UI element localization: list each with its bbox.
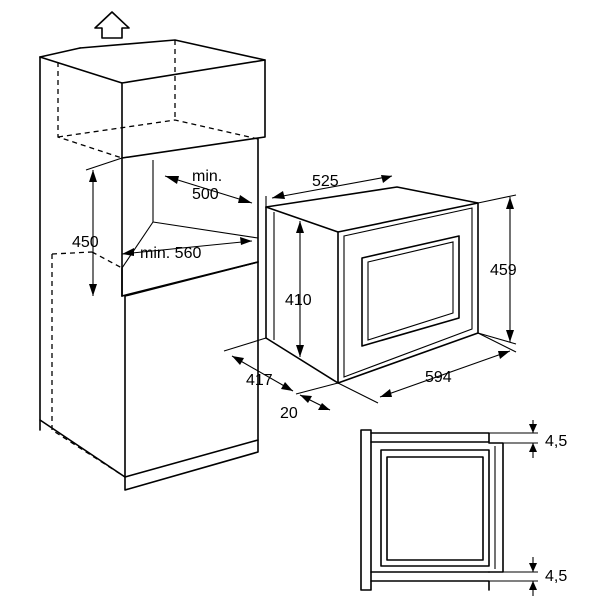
label-450: 450 bbox=[72, 234, 99, 251]
dimension-417 bbox=[223, 337, 339, 395]
label-gap-bottom: 4,5 bbox=[545, 568, 567, 585]
label-594: 594 bbox=[425, 369, 452, 386]
appliance-body bbox=[265, 186, 479, 384]
dimension-594 bbox=[337, 332, 517, 404]
dimension-525 bbox=[265, 175, 393, 207]
label-min-560: min. 560 bbox=[140, 245, 201, 262]
dimension-459 bbox=[477, 194, 517, 345]
label-417: 417 bbox=[246, 372, 273, 389]
section-detail bbox=[360, 429, 538, 591]
dimension-gap-top bbox=[529, 420, 537, 458]
dimension-min-500 bbox=[164, 175, 253, 204]
up-arrow-icon bbox=[94, 11, 130, 39]
dimension-450 bbox=[85, 157, 123, 296]
label-410: 410 bbox=[285, 292, 312, 309]
dimension-min-560 bbox=[121, 237, 253, 256]
label-min-500-line2: 500 bbox=[192, 186, 219, 203]
label-gap-top: 4,5 bbox=[545, 433, 567, 450]
label-min-500-line1: min. bbox=[192, 168, 222, 185]
label-525: 525 bbox=[312, 173, 339, 190]
label-459: 459 bbox=[490, 262, 517, 279]
tall-cabinet bbox=[39, 39, 266, 491]
dimension-20 bbox=[299, 394, 331, 411]
dimension-gap-bottom bbox=[529, 557, 537, 596]
dimension-410 bbox=[296, 221, 304, 357]
label-20: 20 bbox=[280, 405, 298, 422]
